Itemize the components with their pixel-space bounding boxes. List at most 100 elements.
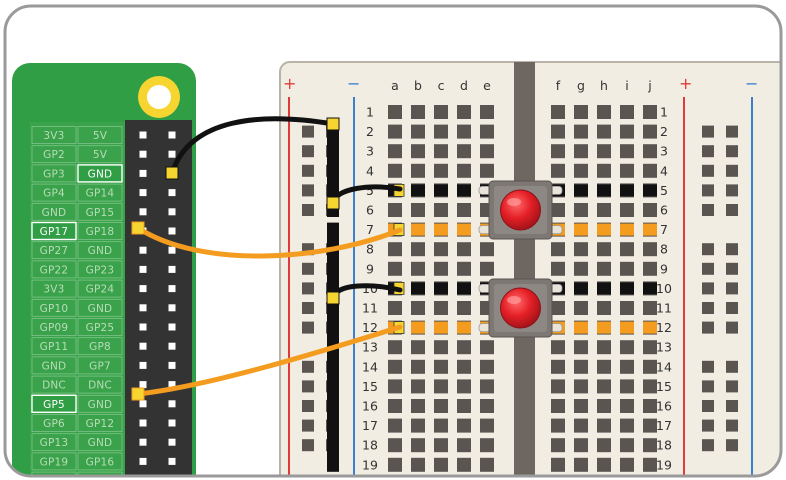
wire-endpoints (131, 117, 340, 401)
header-pin (168, 227, 176, 235)
header-pin (168, 400, 176, 408)
breadboard-hole (597, 261, 611, 276)
pin-label: GP27 (40, 245, 69, 257)
breadboard-hole (480, 242, 494, 257)
breadboard-hole (411, 457, 425, 472)
breadboard-hole (434, 124, 448, 139)
rail-hole (702, 145, 714, 158)
breadboard-hole (388, 203, 402, 217)
pin-label: GP17 (40, 226, 69, 238)
rail-hole (726, 302, 738, 314)
breadboard-hole (597, 124, 611, 139)
breadboard-hole (388, 163, 402, 178)
right-plus-sign: + (679, 74, 692, 93)
breadboard-hole (434, 144, 448, 159)
header-pin (139, 285, 147, 293)
rail-hole (302, 125, 314, 138)
header-pins (139, 131, 176, 465)
header-pin (168, 419, 176, 427)
row7-orange-strip (597, 223, 611, 236)
row10-black-strip (620, 282, 634, 295)
pin-label: GP13 (40, 437, 69, 449)
breadboard-hole (597, 301, 611, 315)
breadboard-hole (597, 203, 611, 217)
breadboard-hole (597, 399, 611, 413)
row12-orange-strip (643, 321, 657, 334)
pin-label: GP3 (43, 168, 65, 180)
pin-label: GND (88, 168, 113, 180)
button-cap[interactable] (500, 189, 541, 231)
wire-end-rail-row2 (326, 117, 340, 131)
row12-orange-strip (620, 321, 634, 334)
breadboard-hole (457, 359, 471, 374)
row-label: 14 (656, 359, 672, 374)
rail-hole (302, 282, 314, 295)
breadboard-hole (411, 340, 425, 355)
rail-hole (702, 360, 714, 373)
header-pin (168, 189, 176, 197)
row5-black-strip (411, 184, 425, 197)
pin-label-box (77, 279, 123, 298)
breadboard-hole (551, 340, 565, 355)
row7-orange-strip (574, 223, 588, 236)
header-pin (168, 438, 176, 446)
pin-label-box (77, 337, 123, 356)
rail-hole (726, 380, 738, 393)
header-pin (168, 342, 176, 350)
breadboard-hole (551, 203, 565, 217)
row-label: 1 (366, 105, 374, 120)
rail-hole (726, 419, 738, 432)
breadboard-hole (574, 438, 588, 453)
rail-hole (302, 145, 314, 158)
breadboard-hole (551, 144, 565, 159)
rail-hole (702, 419, 714, 432)
breadboard-hole (457, 438, 471, 453)
row-label: 15 (656, 379, 672, 394)
pin-label: GND (88, 399, 113, 411)
button-highlight (507, 198, 521, 206)
button-cap[interactable] (500, 287, 541, 329)
header-pin (168, 304, 176, 312)
header-pin (139, 419, 147, 427)
row-label: 9 (366, 261, 374, 276)
breadboard-hole (643, 242, 657, 257)
breadboard-hole (388, 242, 402, 257)
pin-label: GP24 (86, 284, 115, 296)
row-label: 13 (656, 340, 672, 355)
breadboard-hole (434, 242, 448, 257)
pin-label: GP19 (40, 456, 69, 468)
pin-label-box (31, 318, 77, 336)
push-button[interactable] (478, 180, 563, 240)
breadboard-hole (643, 399, 657, 413)
wire-gnd-to-rail (169, 116, 336, 176)
column-label: a (391, 78, 399, 93)
breadboard-hole (643, 379, 657, 394)
breadboard-hole (620, 457, 634, 472)
breadboard-hole (643, 124, 657, 139)
breadboard-hole (597, 105, 611, 119)
breadboard-hole (574, 261, 588, 276)
pin-label-box (31, 394, 77, 413)
pin-label: 5V (93, 130, 108, 142)
push-button[interactable] (478, 278, 563, 338)
header-pin (139, 208, 147, 216)
breadboard-hole (388, 438, 402, 453)
pin-label-box (31, 433, 77, 452)
breadboard-hole (597, 340, 611, 355)
row12-orange-strip (597, 321, 611, 334)
breadboard-hole (643, 163, 657, 178)
breadboard-hole (574, 379, 588, 394)
pin-label-box (31, 279, 77, 298)
breadboard-hole (643, 418, 657, 433)
mounting-hole (147, 85, 171, 109)
breadboard-hole (597, 242, 611, 257)
row7-orange-strip (620, 223, 634, 236)
pin-label: GP11 (40, 341, 69, 353)
center-channel (514, 62, 535, 476)
breadboard-hole (411, 399, 425, 413)
row-label: 1 (660, 105, 668, 120)
wire-end-rail-row10 (326, 291, 340, 305)
row-label: 11 (656, 301, 672, 316)
